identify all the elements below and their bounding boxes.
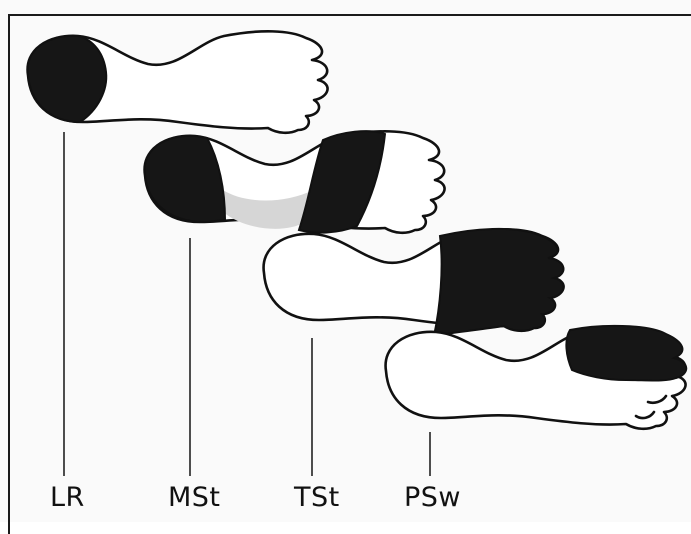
- footprint-mst: [145, 131, 445, 233]
- contact-heel-mst: [145, 136, 225, 222]
- contact-forefoot-tst: [434, 229, 564, 336]
- footprint-canvas: LR MSt TSt PSw: [0, 0, 691, 522]
- phase-label-psw: PSw: [404, 482, 461, 513]
- contact-toes-psw: [566, 326, 686, 381]
- contact-heel-lr: [28, 36, 107, 122]
- footprint-lr: [28, 31, 328, 132]
- phase-label-lr: LR: [50, 482, 85, 513]
- phase-label-tst: TSt: [293, 482, 340, 513]
- footprint-psw: [386, 326, 687, 429]
- gait-diagram: LR MSt TSt PSw: [0, 0, 691, 522]
- phase-label-mst: MSt: [168, 482, 221, 513]
- footprint-tst: [264, 229, 564, 336]
